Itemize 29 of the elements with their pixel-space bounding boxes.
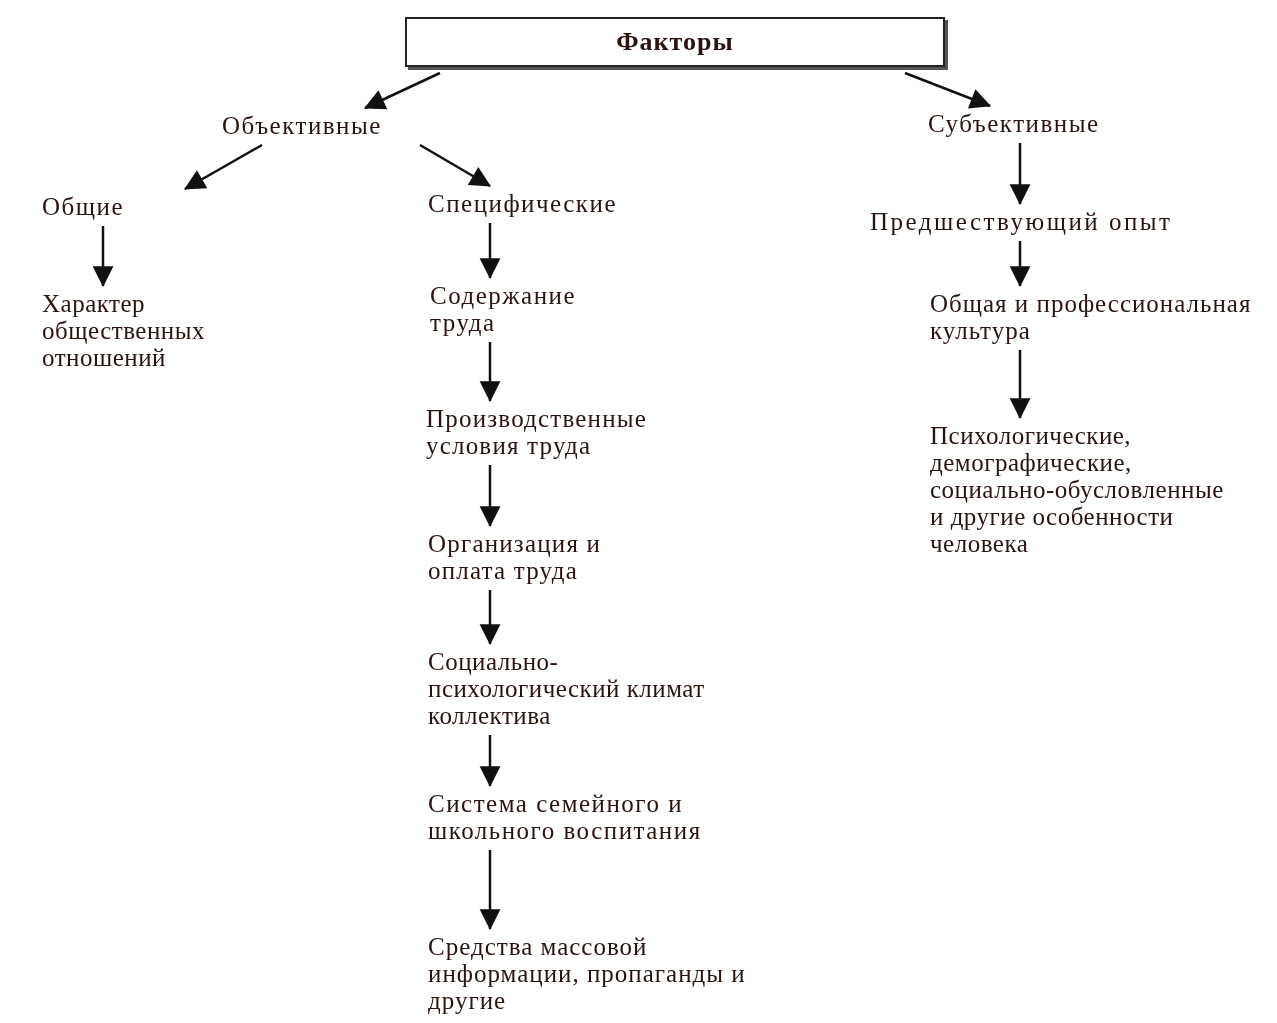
arrow — [904, 71, 992, 109]
factor-label: Производственные условия труда — [426, 405, 746, 459]
arrow — [1009, 241, 1031, 288]
factor-label: Средства массовой информации, пропаганды и другие — [428, 933, 778, 1014]
arrow — [479, 465, 501, 528]
factor-label: Предшествующий опыт — [870, 208, 1260, 235]
factor-label: Общая и профессиональная культура — [930, 290, 1265, 344]
arrow — [1009, 143, 1031, 206]
arrow — [479, 590, 501, 646]
factor-label: Общие — [42, 193, 172, 220]
factor-label: Психологические, демографические, социально-обусловленные и другие особенности человека — [930, 422, 1240, 557]
factor-label: Система семейного и школьного воспитания — [428, 790, 758, 844]
arrow — [479, 342, 501, 403]
arrow — [419, 143, 491, 188]
arrow — [479, 850, 501, 931]
arrow — [92, 226, 114, 288]
arrow — [364, 71, 441, 110]
arrow — [479, 223, 501, 280]
factor-label: Социально-психологический климат коллектива — [428, 648, 748, 729]
title-box: Факторы — [405, 17, 945, 67]
arrow — [479, 735, 501, 788]
factor-label: Организация и оплата труда — [428, 530, 678, 584]
factor-label: Содержание труда — [430, 282, 640, 336]
arrow — [184, 143, 263, 191]
arrow — [1009, 350, 1031, 420]
factor-label: Характер общественных отношений — [42, 290, 292, 371]
factor-label: Специфические — [428, 190, 698, 217]
factor-label: Субъективные — [928, 110, 1168, 137]
factor-label: Объективные — [222, 112, 452, 139]
